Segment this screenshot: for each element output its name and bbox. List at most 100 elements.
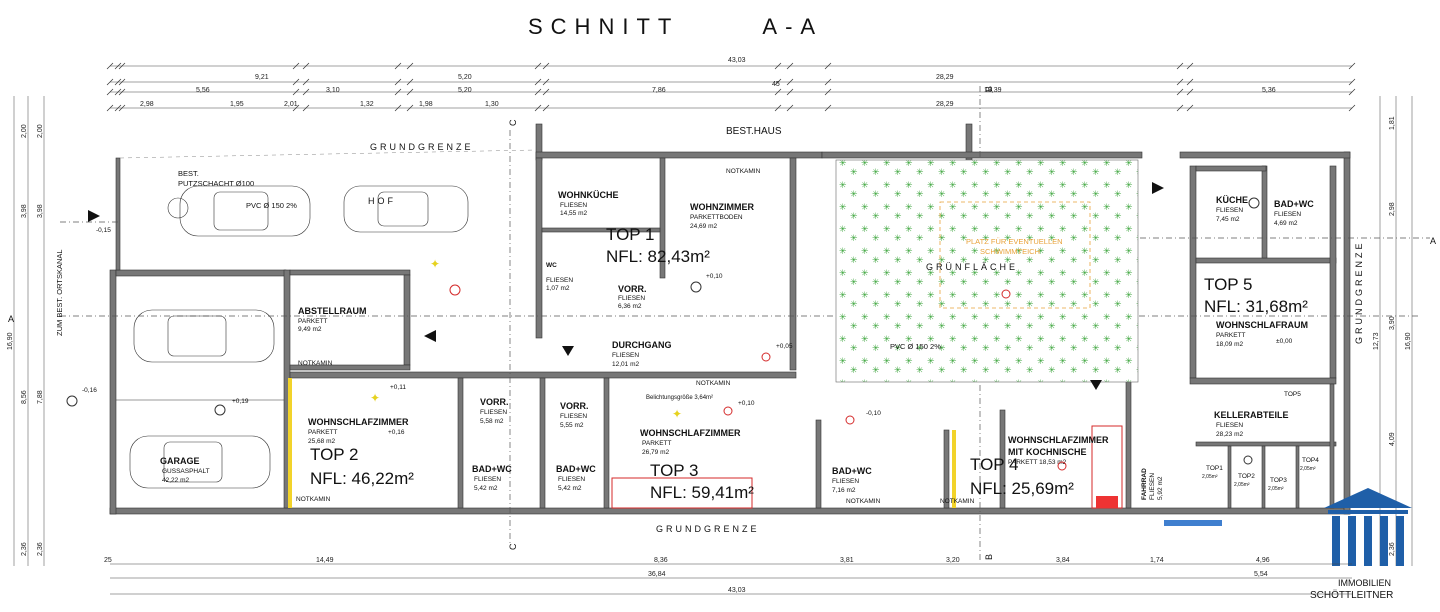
dimension-tick	[292, 104, 300, 112]
svg-text:NOTKAMIN: NOTKAMIN	[846, 498, 881, 505]
dim-left: 2,36	[37, 542, 44, 556]
dim-top: 9,21	[255, 74, 269, 81]
section-a-left: A	[8, 314, 14, 324]
belichtung-label: Belichtungsgröße 3,64m²	[646, 395, 713, 401]
bottom-dimensions: 25 14,49 8,36 3,81 3,20 3,84 1,74 4,96 3…	[104, 557, 1352, 595]
dim-right: 3,90	[1389, 316, 1396, 330]
dimension-tick	[406, 78, 414, 86]
car-4	[129, 435, 271, 489]
level-marks: +0,10 ±0,00 +0,05 +0,19 -0,16 -0,15 +0,1…	[82, 227, 1293, 436]
svg-text:14,49: 14,49	[316, 557, 334, 564]
grundgrenze-top: GRUNDGRENZE	[370, 142, 474, 152]
dim-top: 5,20	[458, 87, 472, 94]
dimension-tick	[1176, 78, 1184, 86]
svg-text:NOTKAMIN: NOTKAMIN	[298, 360, 333, 367]
dimension-tick	[786, 62, 794, 70]
svg-text:7,45 m2: 7,45 m2	[1216, 216, 1240, 223]
svg-text:FLIESEN: FLIESEN	[474, 476, 501, 483]
svg-text:WOHNKÜCHE: WOHNKÜCHE	[558, 190, 619, 200]
svg-text:FLIESEN: FLIESEN	[1216, 207, 1243, 214]
svg-text:+0,10: +0,10	[706, 273, 723, 280]
dimension-tick	[394, 78, 402, 86]
svg-text:NOTKAMIN: NOTKAMIN	[696, 380, 731, 387]
ortskanal-label: ZUM BEST. ORTSKANAL	[55, 249, 64, 336]
unit-top-3: TOP 3	[650, 461, 699, 480]
svg-text:2,05m²: 2,05m²	[1300, 466, 1316, 472]
svg-text:-0,10: -0,10	[866, 410, 881, 417]
dimension-tick	[534, 88, 542, 96]
dim-total-top: 43,03	[728, 57, 746, 64]
svg-text:2,05m²: 2,05m²	[1234, 482, 1250, 488]
dimension-tick	[774, 104, 782, 112]
svg-text:PARKETT 18,53 m2: PARKETT 18,53 m2	[1008, 459, 1067, 466]
svg-text:✦: ✦	[370, 391, 380, 405]
dimension-tick	[302, 62, 310, 70]
svg-text:43,03: 43,03	[728, 587, 746, 594]
dimension-tick	[774, 62, 782, 70]
svg-text:VORR.: VORR.	[618, 284, 647, 294]
dimension-tick	[106, 62, 114, 70]
dimension-tick	[1186, 62, 1194, 70]
dimension-tick	[1186, 88, 1194, 96]
svg-text:42,22 m2: 42,22 m2	[162, 477, 189, 484]
svg-text:BAD+WC: BAD+WC	[1274, 199, 1314, 209]
pvc-label: PVC Ø 150 2%	[246, 201, 297, 210]
dimension-tick	[534, 104, 542, 112]
grundgrenze-bottom: GRUNDGRENZE	[656, 524, 760, 534]
car-3	[133, 309, 275, 363]
dimension-tick	[786, 88, 794, 96]
drawing-title: SCHNITT A-A	[528, 14, 823, 39]
pond-area	[939, 201, 1091, 309]
svg-text:5,58 m2: 5,58 m2	[480, 418, 504, 425]
unit-nfl-1: NFL: 82,43m²	[606, 247, 710, 266]
section-c-bottom: C	[508, 543, 518, 550]
svg-text:WOHNSCHLAFZIMMER: WOHNSCHLAFZIMMER	[1008, 435, 1109, 445]
pvc-label-2: PVC Ø 150 2%	[890, 342, 941, 351]
svg-text:1,74: 1,74	[1150, 557, 1164, 564]
svg-text:FLIESEN: FLIESEN	[560, 413, 587, 420]
logo-line-1: IMMOBILIEN	[1338, 578, 1391, 588]
putzschacht-label-2: PUTZSCHACHT Ø100	[178, 179, 254, 188]
unit-top-4: TOP 4	[970, 455, 1019, 474]
svg-text:PARKETTBODEN: PARKETTBODEN	[690, 214, 743, 221]
svg-text:1,07 m2: 1,07 m2	[546, 285, 570, 292]
unit-nfl-5: NFL: 31,68m²	[1204, 297, 1308, 316]
dim-right: 12,73	[1373, 332, 1380, 350]
dimension-tick	[1176, 104, 1184, 112]
dim-left: 3,98	[21, 204, 28, 218]
dimension-tick	[1348, 88, 1356, 96]
dim-top: 3,10	[326, 87, 340, 94]
svg-text:+0,11: +0,11	[390, 384, 406, 391]
unit-top-5: TOP 5	[1204, 275, 1253, 294]
unit-top-2: TOP 2	[310, 445, 359, 464]
svg-text:WOHNSCHLAFRAUM: WOHNSCHLAFRAUM	[1216, 320, 1308, 330]
outer-walls	[109, 123, 1351, 526]
dimension-tick	[302, 78, 310, 86]
svg-text:25: 25	[104, 557, 112, 564]
dimension-tick	[292, 88, 300, 96]
svg-text:±0,00: ±0,00	[1276, 338, 1293, 345]
svg-text:FLIESEN: FLIESEN	[618, 295, 645, 302]
dim-left: 2,00	[21, 124, 28, 138]
svg-text:5,55 m2: 5,55 m2	[560, 422, 584, 429]
svg-text:WOHNSCHLAFZIMMER: WOHNSCHLAFZIMMER	[640, 428, 741, 438]
dimension-tick	[824, 104, 832, 112]
dimension-tick	[1176, 62, 1184, 70]
svg-text:FAHRRAD: FAHRRAD	[1141, 468, 1148, 500]
svg-text:6,36 m2: 6,36 m2	[618, 303, 642, 310]
dim-right: 2,98	[1389, 202, 1396, 216]
svg-text:FLIESEN: FLIESEN	[558, 476, 585, 483]
svg-text:7,16 m2: 7,16 m2	[832, 487, 856, 494]
svg-text:+0,10: +0,10	[738, 400, 755, 407]
dim-right: 4,09	[1389, 432, 1396, 446]
dimension-tick	[394, 104, 402, 112]
svg-text:GUSSASPHALT: GUSSASPHALT	[162, 468, 210, 475]
dimension-tick	[1186, 104, 1194, 112]
svg-text:12,01 m2: 12,01 m2	[612, 361, 639, 368]
